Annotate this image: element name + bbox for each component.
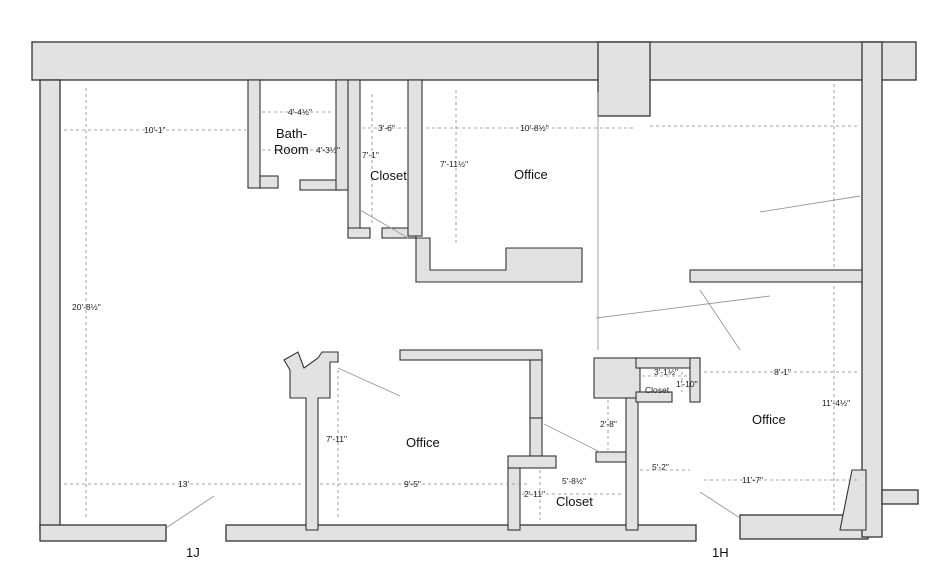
dim-13: 13' <box>178 479 189 489</box>
unit-labels: 1J 1H <box>186 545 729 560</box>
dim-11-4half: 11'-4½" <box>822 398 850 408</box>
closet-small-label: Closet <box>645 385 670 395</box>
dimension-lines <box>64 84 860 520</box>
dim-7-11: 7'-11" <box>326 434 347 444</box>
closet-bottom-label: Closet <box>556 494 593 509</box>
dim-10-1: 10'-1" <box>144 125 166 135</box>
interior-walls <box>247 79 867 531</box>
dim-2-11: 2'-11" <box>524 489 545 499</box>
unit-1j-label: 1J <box>186 545 200 560</box>
dim-4-3half: 4'-3½" <box>316 145 340 155</box>
dim-5-2: 5'-2" <box>652 462 669 472</box>
office-bottom-left-label: Office <box>406 435 440 450</box>
dim-5-8half: 5'-8½" <box>562 476 586 486</box>
dim-20-8half: 20'-8½" <box>72 302 101 312</box>
dim-7-11half: 7'-11½" <box>440 159 468 169</box>
exterior-walls <box>31 41 919 542</box>
dim-7-1: 7'-1" <box>362 150 379 160</box>
dim-1-10: 1'-10" <box>676 379 698 389</box>
dim-10-8half: 10'-8½" <box>520 123 549 133</box>
dim-2-8: 2'-8" <box>600 419 617 429</box>
room-labels: Bath- Room Closet Office Office Closet C… <box>274 126 786 509</box>
door-swings <box>165 92 861 529</box>
office-right-label: Office <box>752 412 786 427</box>
dim-3-6: 3'-6" <box>378 123 395 133</box>
bathroom-label-line1: Bath- <box>276 126 307 141</box>
unit-1h-label: 1H <box>712 545 729 560</box>
closet-top-label: Closet <box>370 168 407 183</box>
dim-9-5: 9'-5" <box>404 479 421 489</box>
dim-3-1half: 3'-1½" <box>654 367 678 377</box>
dimension-labels: 10'-1" 4'-4½" 4'-3½" 3'-6" 7'-1" 10'-8½"… <box>72 107 850 499</box>
dim-8-1: 8'-1" <box>774 367 791 377</box>
office-top-label: Office <box>514 167 548 182</box>
dim-11-7: 11'-7" <box>742 475 763 485</box>
bathroom-label-line2: Room <box>274 142 309 157</box>
dim-4-4half: 4'-4½" <box>288 107 312 117</box>
